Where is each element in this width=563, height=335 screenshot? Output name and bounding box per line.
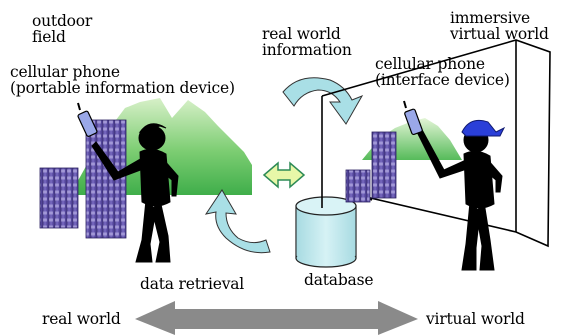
label-virtual-world: virtual world (426, 310, 525, 328)
right-phone (403, 100, 423, 136)
right-building-short (345, 169, 371, 203)
left-person-figure (91, 123, 179, 263)
left-phone (77, 102, 98, 137)
double-arrow (262, 161, 306, 189)
label-real-world-information: real world information (262, 25, 352, 59)
label-phone-right: cellular phone (interface device) (375, 55, 510, 89)
label-phone-left: cellular phone (portable information dev… (10, 63, 235, 97)
label-database: database (304, 271, 374, 289)
left-building-short (39, 167, 79, 229)
real-virtual-arrow (135, 301, 418, 335)
label-real-world: real world (42, 310, 121, 328)
right-cap (461, 119, 506, 137)
database-cylinder (295, 196, 357, 268)
right-person-figure (415, 125, 503, 271)
virtual-world-screen (321, 39, 551, 248)
label-data-retrieval: data retrieval (140, 275, 245, 293)
label-outdoor-field: outdoor field (32, 12, 93, 46)
curved-arrow-info (282, 77, 364, 125)
right-building-tall (371, 131, 397, 199)
left-building-tall (85, 119, 127, 239)
curved-arrow-retrieval (204, 189, 271, 254)
label-immersive-virtual-world: immersive virtual world (450, 9, 549, 43)
